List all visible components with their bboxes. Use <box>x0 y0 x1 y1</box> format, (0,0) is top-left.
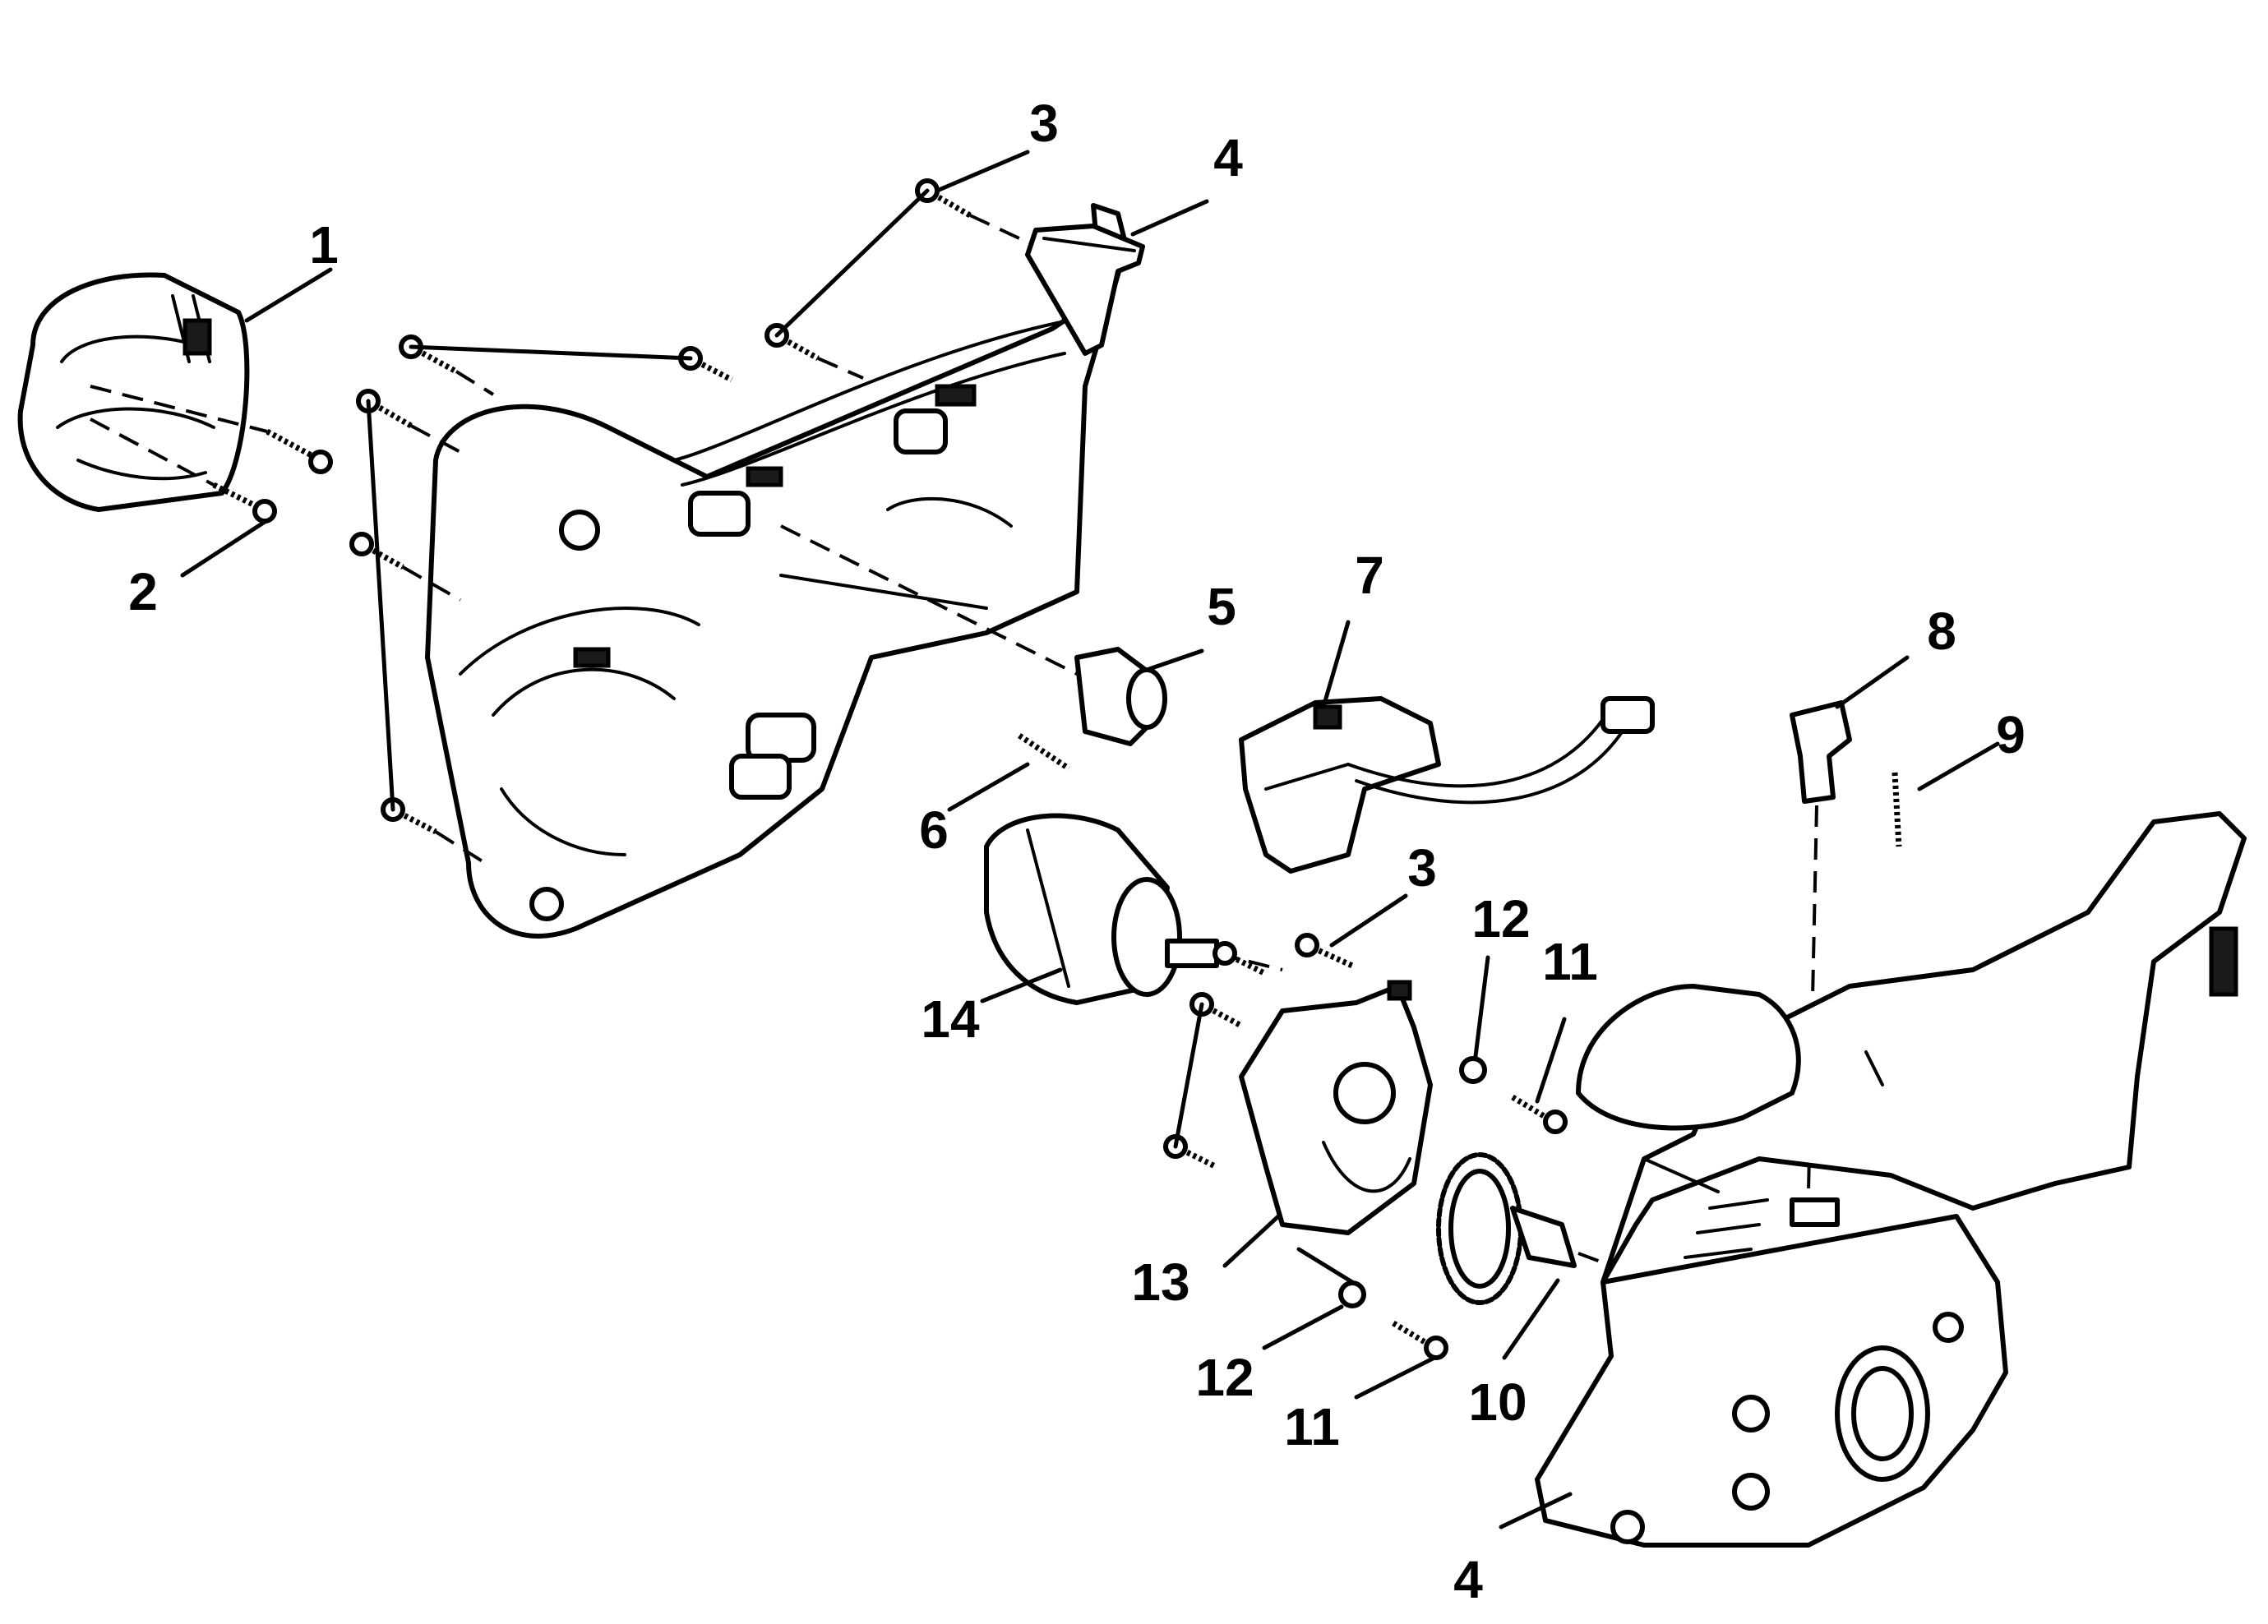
callout-11-lower: 11 <box>1284 1397 1340 1456</box>
part-washer-screw-upper <box>1459 1056 1568 1134</box>
callout-labels: 1 2 3 4 5 6 7 8 9 3 12 11 14 13 12 11 10… <box>128 94 2025 1609</box>
callout-11-upper: 11 <box>1542 932 1598 991</box>
part-knob <box>1790 700 1852 1193</box>
part-end-cap <box>17 272 250 512</box>
part-blade-guard-top <box>1025 224 1145 356</box>
callout-4-upper: 4 <box>1213 128 1243 187</box>
callout-5: 5 <box>1207 577 1236 636</box>
callout-9: 9 <box>1996 705 2025 764</box>
callout-2: 2 <box>128 562 158 621</box>
leader-lines <box>180 150 2000 1529</box>
callout-13: 13 <box>1131 1253 1189 1312</box>
part-motor <box>984 813 1283 1005</box>
part-screws-housing-upper <box>764 178 972 362</box>
part-switch <box>1239 696 1655 874</box>
part-gear-housing <box>1239 980 1433 1235</box>
callout-3-upper: 3 <box>1029 94 1059 153</box>
part-spring-knob <box>1892 772 1902 847</box>
callout-14: 14 <box>921 990 980 1049</box>
callout-6: 6 <box>919 800 949 860</box>
callout-12-upper: 12 <box>1471 889 1530 948</box>
part-gear-shaft <box>1436 1152 1612 1305</box>
part-screws-housing-left <box>349 214 1020 865</box>
part-housing-right-handle <box>1535 811 2247 1548</box>
part-screws-gear-housing <box>1163 933 1354 1170</box>
callout-4-lower: 4 <box>1453 1550 1483 1609</box>
callout-8: 8 <box>1927 602 1956 661</box>
callout-7: 7 <box>1355 546 1384 605</box>
callout-1: 1 <box>309 215 339 275</box>
callout-10: 10 <box>1468 1373 1527 1432</box>
callout-12-lower: 12 <box>1195 1348 1254 1407</box>
callout-3-lower: 3 <box>1407 838 1437 897</box>
part-washer-screw-lower <box>1296 1247 1448 1360</box>
